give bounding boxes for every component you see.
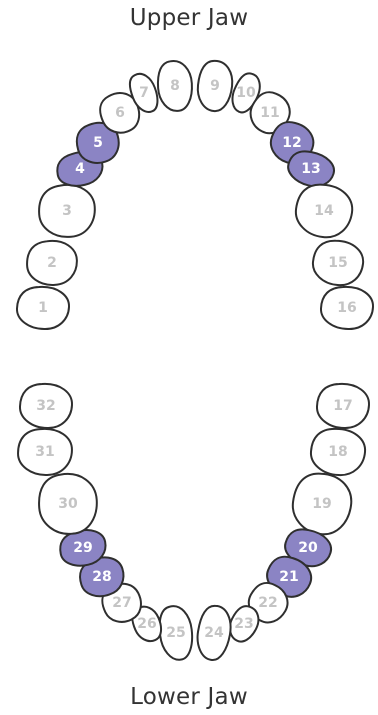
tooth-31[interactable]: 31 xyxy=(17,428,73,476)
tooth-15[interactable]: 15 xyxy=(312,239,365,286)
tooth-9[interactable]: 9 xyxy=(196,60,234,113)
tooth-8-shape[interactable] xyxy=(156,60,194,113)
tooth-1[interactable]: 1 xyxy=(17,287,69,329)
tooth-3-shape[interactable] xyxy=(36,182,97,240)
tooth-18-shape[interactable] xyxy=(310,428,366,476)
tooth-31-shape[interactable] xyxy=(17,428,73,476)
tooth-3[interactable]: 3 xyxy=(36,182,97,240)
tooth-14[interactable]: 14 xyxy=(293,182,354,240)
tooth-2[interactable]: 2 xyxy=(26,239,79,286)
tooth-14-shape[interactable] xyxy=(293,182,354,240)
tooth-17-shape[interactable] xyxy=(317,384,369,428)
tooth-2-shape[interactable] xyxy=(26,239,79,286)
tooth-9-shape[interactable] xyxy=(196,60,234,113)
tooth-15-shape[interactable] xyxy=(312,239,365,286)
tooth-32-shape[interactable] xyxy=(20,384,72,428)
tooth-19-shape[interactable] xyxy=(290,471,354,537)
tooth-17[interactable]: 17 xyxy=(317,384,369,428)
tooth-16-shape[interactable] xyxy=(321,287,373,329)
tooth-24[interactable]: 24 xyxy=(194,604,233,662)
tooth-30[interactable]: 30 xyxy=(36,471,100,537)
tooth-30-shape[interactable] xyxy=(36,471,100,537)
tooth-19[interactable]: 19 xyxy=(290,471,354,537)
tooth-8[interactable]: 8 xyxy=(156,60,194,113)
tooth-25[interactable]: 25 xyxy=(156,604,195,662)
tooth-24-shape[interactable] xyxy=(194,604,233,662)
tooth-25-shape[interactable] xyxy=(156,604,195,662)
tooth-18[interactable]: 18 xyxy=(310,428,366,476)
tooth-1-shape[interactable] xyxy=(17,287,69,329)
lower-jaw-label: Lower Jaw xyxy=(0,684,378,710)
tooth-32[interactable]: 32 xyxy=(20,384,72,428)
tooth-16[interactable]: 16 xyxy=(321,287,373,329)
